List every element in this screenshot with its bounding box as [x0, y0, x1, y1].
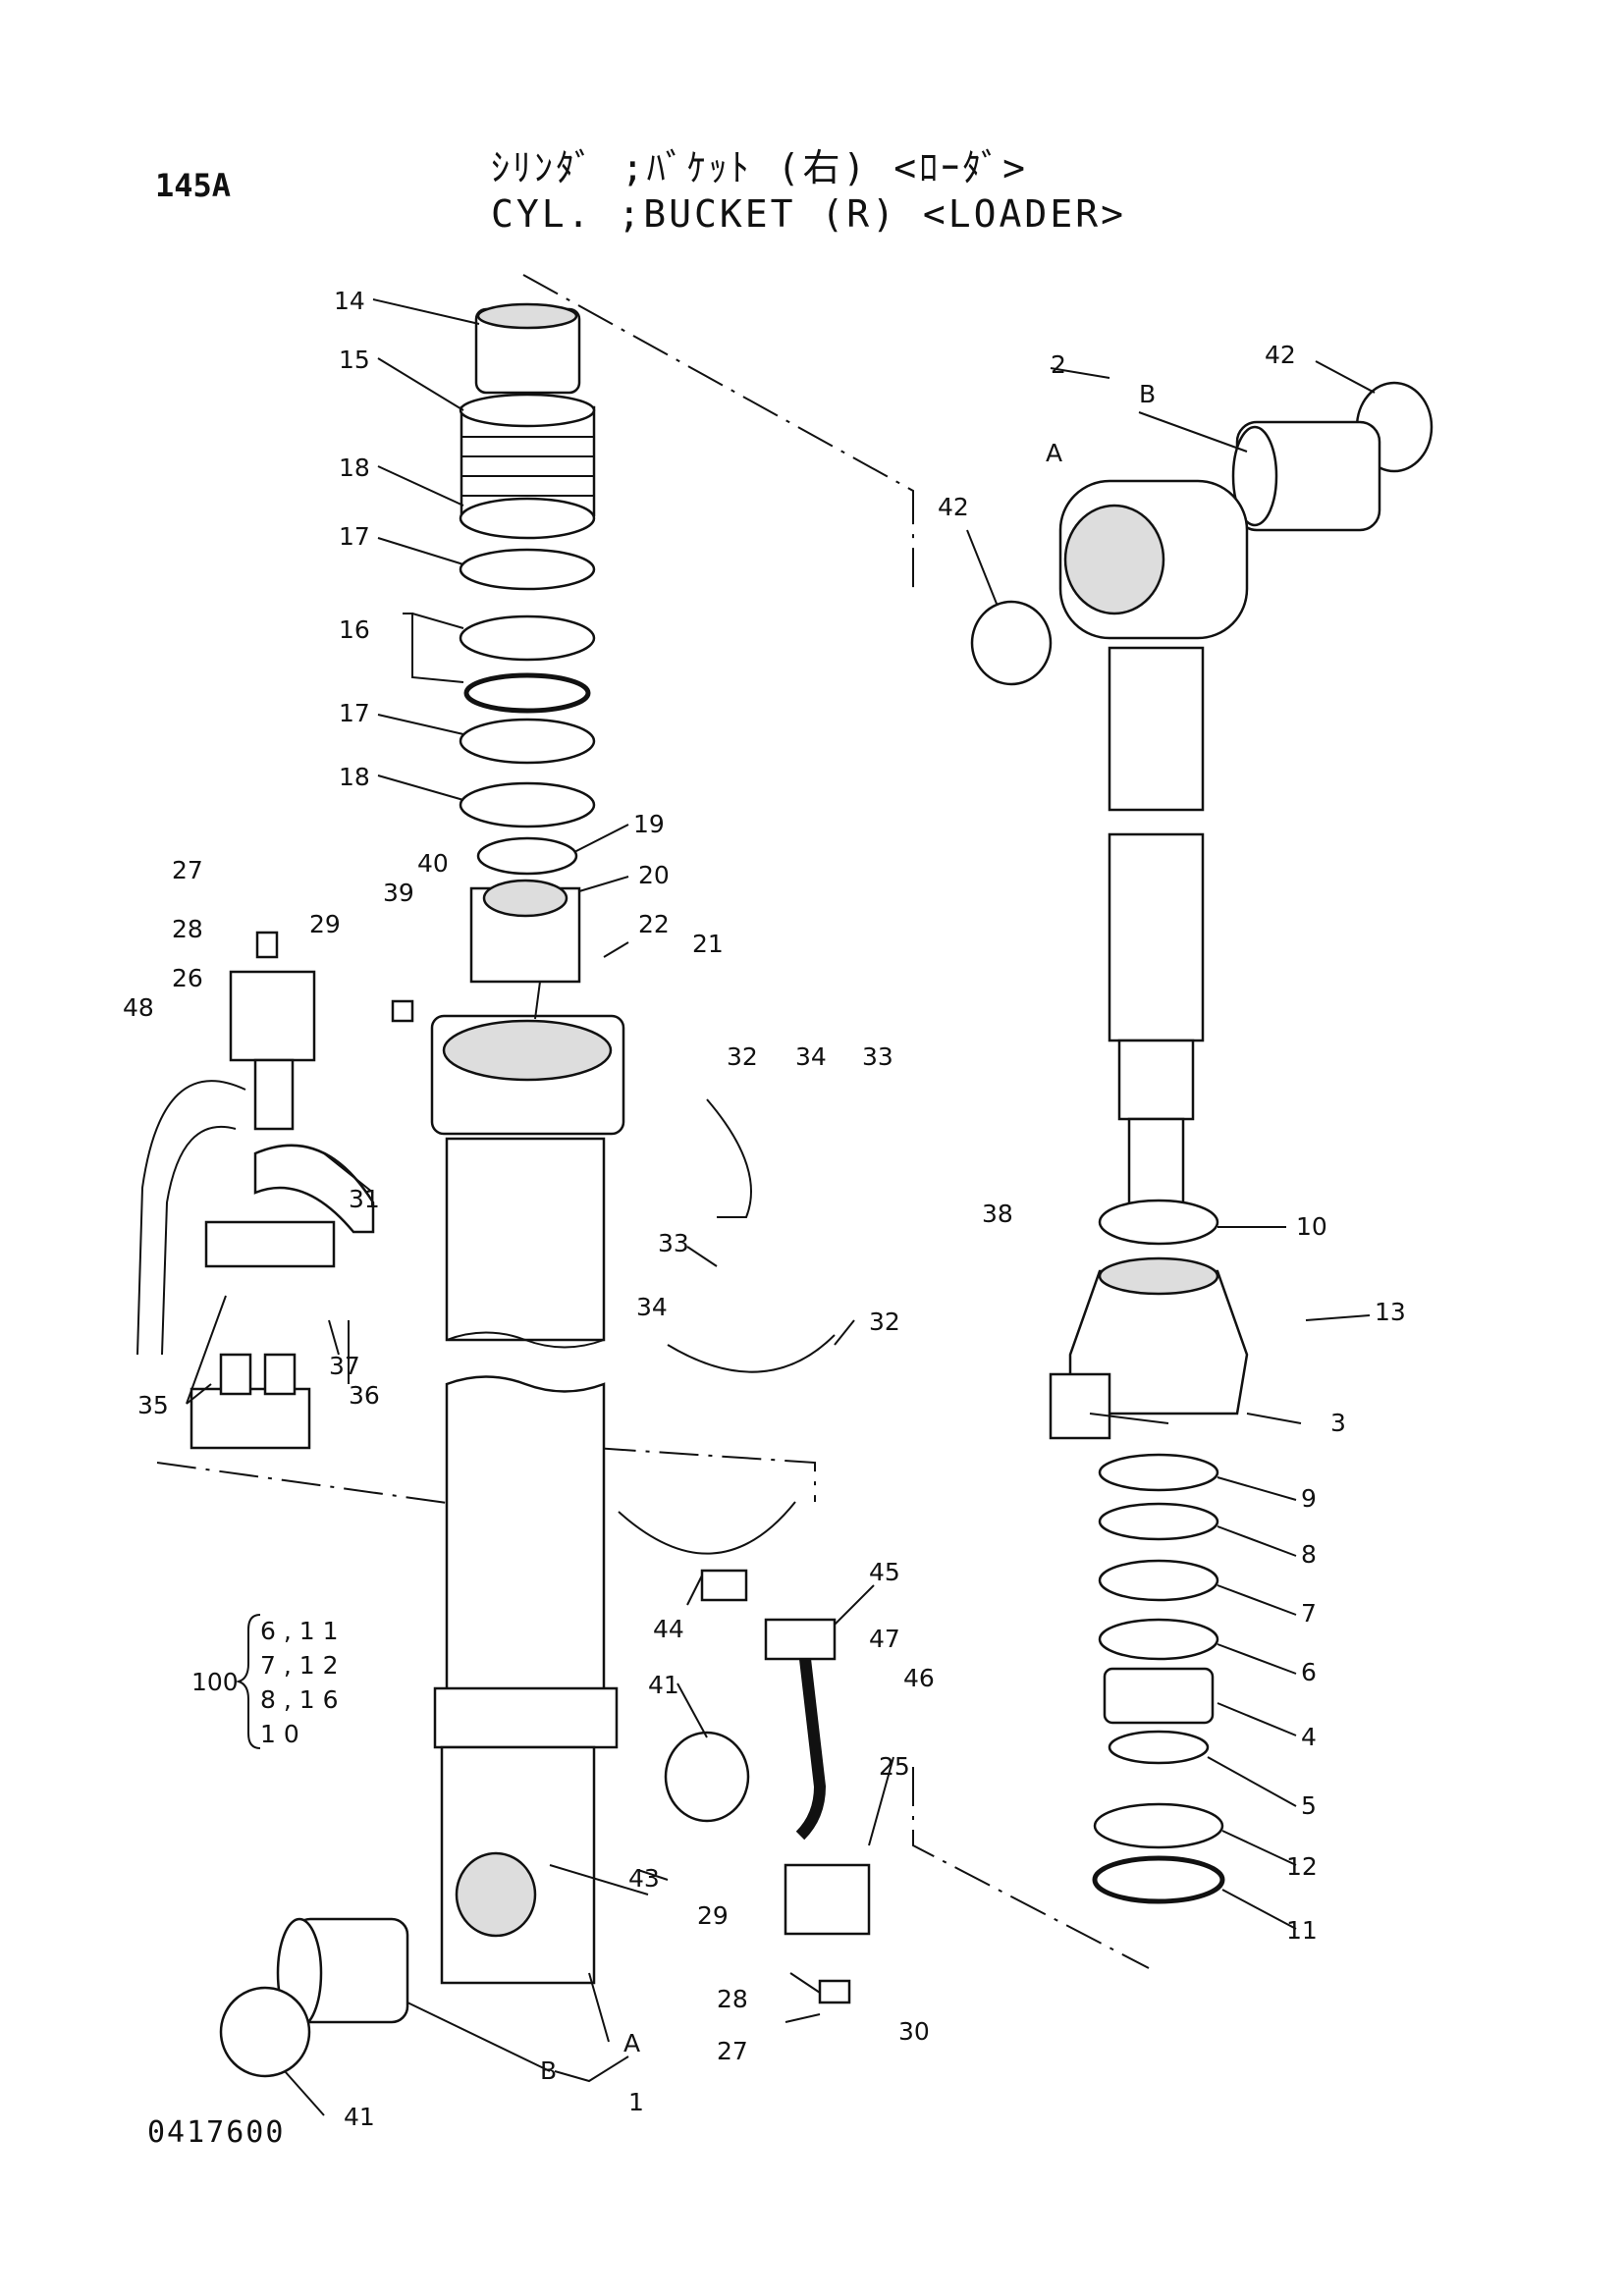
callout-36: 36 [349, 1381, 380, 1410]
callout-39: 39 [383, 879, 414, 907]
callout-21: 21 [692, 930, 724, 958]
document-code: 0417600 [147, 2115, 286, 2150]
callout-12: 12 [1286, 1852, 1318, 1881]
callout-28: 28 [717, 1985, 748, 2013]
callout-32: 32 [727, 1042, 758, 1071]
kit-row: 6 , 1 1 [260, 1617, 339, 1645]
callout-29: 29 [697, 1901, 729, 1930]
callout-31: 31 [349, 1185, 380, 1213]
callout-10: 10 [1296, 1212, 1327, 1241]
callout-3: 3 [1330, 1409, 1346, 1437]
callout-46: 46 [903, 1664, 935, 1692]
callout-35: 35 [137, 1391, 169, 1419]
callout-16: 16 [339, 615, 370, 644]
callout-14: 14 [334, 287, 365, 315]
callout-13: 13 [1375, 1298, 1406, 1326]
callout-42: 42 [1265, 341, 1296, 369]
callout-30: 30 [898, 2017, 930, 2046]
callout-26: 26 [172, 964, 203, 992]
callout-40: 40 [417, 849, 449, 878]
callout-19: 19 [633, 810, 665, 838]
left-piping-assembly [136, 931, 414, 1450]
callout-1: 1 [628, 2088, 644, 2116]
callout-22: 22 [638, 910, 670, 938]
callout-A: A [1046, 439, 1062, 467]
callout-45: 45 [869, 1558, 900, 1586]
repair-kit-list: 100 6 , 1 1 7 , 1 2 8 , 1 6 1 0 [191, 1614, 339, 1749]
callout-48: 48 [123, 993, 154, 1022]
callout-8: 8 [1301, 1540, 1317, 1569]
callout-17: 17 [339, 699, 370, 727]
callout-29: 29 [309, 910, 341, 938]
callout-38: 38 [982, 1200, 1013, 1228]
callout-9: 9 [1301, 1484, 1317, 1513]
callout-33: 33 [862, 1042, 893, 1071]
title-english: CYL. ;BUCKET (R) <LOADER> [491, 192, 1126, 236]
callout-20: 20 [638, 861, 670, 889]
title-japanese: ｼﾘﾝﾀﾞ ;ﾊﾞｹｯﾄ (右) <ﾛｰﾀﾞ> [491, 146, 1029, 189]
callout-labels: 14 15 18 17 16 17 18 19 20 22 21 27 28 2… [123, 287, 1406, 2131]
leader-lines [186, 298, 1376, 2116]
kit-row: 8 , 1 6 [260, 1685, 339, 1714]
kit-row: 7 , 1 2 [260, 1651, 339, 1680]
piston-rod-stack [970, 381, 1434, 1904]
callout-17: 17 [339, 522, 370, 551]
callout-25: 25 [879, 1752, 910, 1781]
callout-32: 32 [869, 1308, 900, 1336]
callout-44: 44 [653, 1615, 684, 1643]
callout-28: 28 [172, 915, 203, 943]
clamp-bands-and-piping [618, 1098, 871, 2004]
callout-43: 43 [628, 1864, 660, 1893]
callout-27: 27 [717, 2037, 748, 2065]
kit-number: 100 [191, 1668, 239, 1696]
callout-5: 5 [1301, 1791, 1317, 1820]
callout-11: 11 [1286, 1916, 1318, 1945]
callout-B: B [540, 2056, 557, 2085]
callout-A: A [623, 2029, 640, 2057]
callout-7: 7 [1301, 1599, 1317, 1628]
callout-37: 37 [329, 1352, 360, 1380]
kit-row: 1 0 [260, 1720, 299, 1748]
callout-41: 41 [648, 1671, 679, 1699]
callout-34: 34 [795, 1042, 827, 1071]
callout-47: 47 [869, 1625, 900, 1653]
callout-B: B [1139, 380, 1156, 408]
callout-33: 33 [658, 1229, 689, 1257]
page-number: 145A [155, 167, 232, 204]
callout-18: 18 [339, 454, 370, 482]
assembly-dashlines [156, 274, 1150, 1969]
callout-18: 18 [339, 763, 370, 791]
callout-27: 27 [172, 856, 203, 884]
callout-2: 2 [1051, 350, 1066, 379]
callout-15: 15 [339, 346, 370, 374]
callout-34: 34 [636, 1293, 668, 1321]
callout-41: 41 [344, 2103, 375, 2131]
callout-4: 4 [1301, 1723, 1317, 1751]
callout-42: 42 [938, 493, 969, 521]
cylinder-head-stack [219, 302, 750, 2078]
callout-6: 6 [1301, 1658, 1317, 1686]
